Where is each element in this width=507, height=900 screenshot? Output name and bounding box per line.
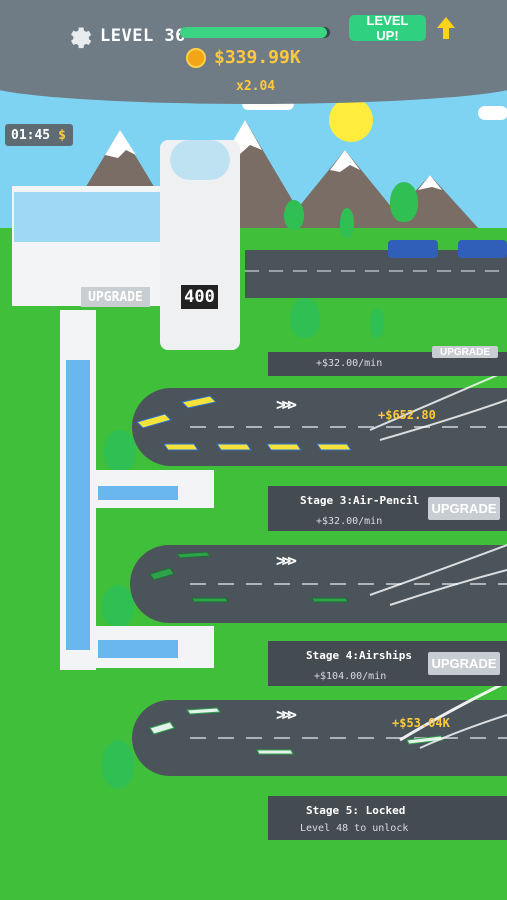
stage-4-card: Stage 4:Airships +$104.00/min UPGRADE bbox=[268, 641, 507, 686]
gate-4-windows bbox=[98, 640, 178, 658]
terminal-upgrade-button[interactable]: UPGRADE bbox=[81, 287, 150, 307]
passenger-capacity: 400 bbox=[181, 285, 218, 309]
level-label: LEVEL 36 bbox=[100, 26, 186, 46]
floating-income: +$652.80 bbox=[378, 408, 436, 422]
tree bbox=[340, 208, 354, 238]
level-up-button[interactable]: LEVEL UP! bbox=[349, 13, 426, 43]
road-markings bbox=[245, 270, 507, 272]
gate-3-windows bbox=[98, 486, 178, 500]
tree bbox=[102, 740, 134, 788]
boost-timer[interactable]: 01:45 $ bbox=[5, 124, 73, 146]
stage-title: Stage 5: Locked bbox=[306, 804, 406, 817]
tree bbox=[390, 182, 418, 222]
bus bbox=[388, 240, 438, 258]
stage-unlock-requirement: Level 48 to unlock bbox=[300, 823, 409, 834]
stage-title: Stage 3:Air-Pencil bbox=[300, 494, 420, 507]
stage-2-upgrade-button[interactable]: UPGRADE bbox=[432, 346, 498, 358]
tree bbox=[102, 585, 134, 627]
corridor-windows bbox=[66, 360, 90, 650]
xp-progress-fill bbox=[180, 27, 327, 38]
terminal-windows bbox=[14, 192, 170, 242]
tree bbox=[290, 298, 320, 338]
header-wave bbox=[0, 60, 507, 104]
stage-2-card: +$32.00/min UPGRADE bbox=[268, 346, 507, 376]
coin-icon bbox=[186, 48, 206, 68]
floating-income: +$53.04K bbox=[392, 716, 450, 730]
gear-icon[interactable] bbox=[64, 24, 92, 52]
cash-amount: $339.99K bbox=[214, 47, 301, 68]
stage-3-card: Stage 3:Air-Pencil +$32.00/min UPGRADE bbox=[268, 486, 507, 531]
stage-3-upgrade-button[interactable]: UPGRADE bbox=[428, 497, 500, 520]
stage-title: Stage 4:Airships bbox=[306, 649, 412, 662]
runway-direction-arrows: >>> bbox=[276, 705, 297, 724]
tree bbox=[284, 200, 304, 230]
top-road bbox=[245, 250, 507, 298]
runway-direction-arrows: >>> bbox=[276, 551, 297, 570]
planes-layer bbox=[136, 395, 444, 755]
bus bbox=[458, 240, 507, 258]
dollar-icon: $ bbox=[58, 127, 66, 143]
stage-rate: +$32.00/min bbox=[316, 358, 383, 369]
stage-4-upgrade-button[interactable]: UPGRADE bbox=[428, 652, 500, 675]
sun bbox=[329, 98, 373, 142]
timer-value: 01:45 bbox=[11, 127, 51, 143]
arrow-up-icon[interactable] bbox=[436, 16, 456, 40]
tower-glass bbox=[170, 140, 230, 180]
tree bbox=[370, 308, 384, 338]
income-multiplier[interactable]: x2.04 bbox=[236, 79, 276, 94]
cloud bbox=[478, 106, 507, 120]
stage-rate: +$32.00/min bbox=[316, 516, 383, 527]
runway-direction-arrows: >>> bbox=[276, 395, 297, 414]
stage-rate: +$104.00/min bbox=[314, 671, 387, 682]
xp-progress-bar bbox=[180, 27, 330, 38]
tree bbox=[104, 430, 136, 472]
stage-5-card[interactable]: Stage 5: Locked Level 48 to unlock bbox=[268, 796, 507, 840]
speed-trails bbox=[369, 373, 507, 749]
